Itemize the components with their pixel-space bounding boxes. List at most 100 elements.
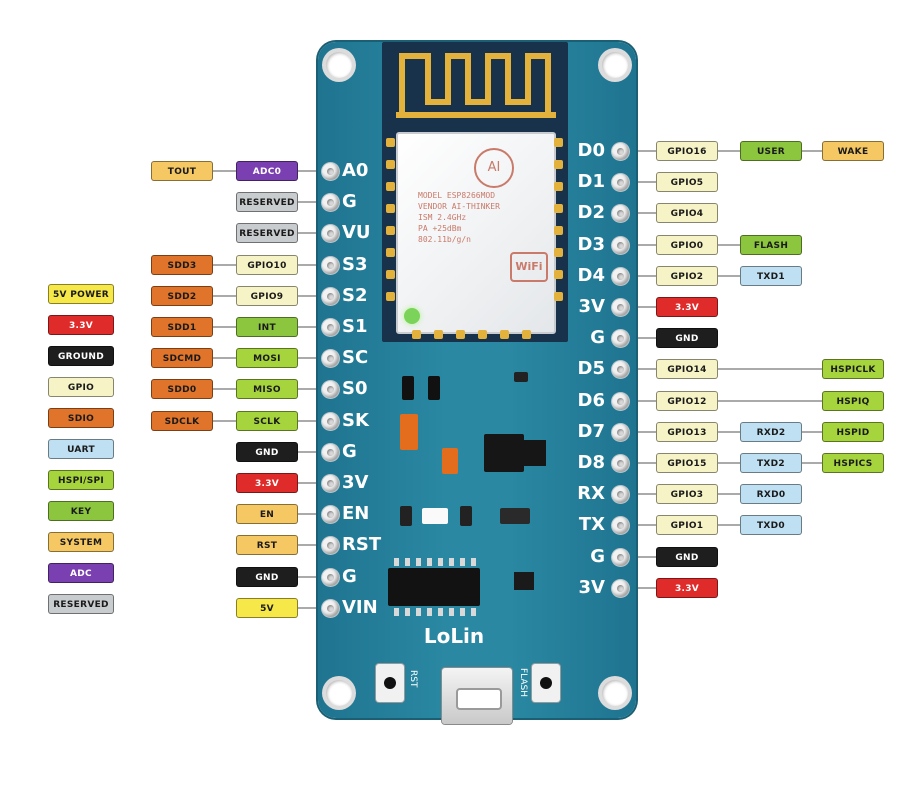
pin-function-tag: HSPIQ xyxy=(822,391,884,411)
header-pin-hole xyxy=(322,163,339,180)
chip-pin xyxy=(438,558,443,566)
pin-label: RX xyxy=(577,483,605,504)
header-pin-hole xyxy=(322,569,339,586)
pin-function-tag: 3.3V xyxy=(656,578,718,598)
pin-label: S0 xyxy=(342,378,368,399)
mounting-hole xyxy=(602,52,628,78)
pin-function-tag: GPIO2 xyxy=(656,266,718,286)
pin-label: D7 xyxy=(577,421,605,442)
pin-label: G xyxy=(342,566,357,587)
capacitor xyxy=(402,376,414,400)
pin-label: G xyxy=(590,327,605,348)
pin-function-tag: WAKE xyxy=(822,141,884,161)
pin-function-tag: RXD2 xyxy=(740,422,802,442)
legend-item: UART xyxy=(48,439,114,459)
header-pin-hole xyxy=(612,580,629,597)
flash-label: FLASH xyxy=(518,668,528,698)
legend-item: HSPI/SPI xyxy=(48,470,114,490)
legend-item: ADC xyxy=(48,563,114,583)
micro-usb-port[interactable] xyxy=(442,668,512,724)
header-pin-hole xyxy=(612,299,629,316)
pin-label: VU xyxy=(342,222,371,243)
header-pin-hole xyxy=(612,143,629,160)
pin-function-tag: 3.3V xyxy=(656,297,718,317)
pin-function-tag: EN xyxy=(236,504,298,524)
pin-function-tag: SDD0 xyxy=(151,379,213,399)
pin-label: D4 xyxy=(577,265,605,286)
pin-function-tag: SDD3 xyxy=(151,255,213,275)
pin-function-tag: HSPID xyxy=(822,422,884,442)
module-pads-bottom xyxy=(412,330,542,342)
castellated-pad xyxy=(386,182,395,191)
castellated-pad xyxy=(456,330,465,339)
pin-label: 3V xyxy=(342,472,369,493)
legend-item: 5V POWER xyxy=(48,284,114,304)
pin-function-tag: GPIO0 xyxy=(656,235,718,255)
pin-function-tag: GPIO14 xyxy=(656,359,718,379)
header-pin-hole xyxy=(322,444,339,461)
legend-item: KEY xyxy=(48,501,114,521)
header-pin-hole xyxy=(322,475,339,492)
pin-label: TX xyxy=(578,514,605,535)
pin-label: 3V xyxy=(578,296,605,317)
chip-pin xyxy=(405,558,410,566)
header-pin-hole xyxy=(322,257,339,274)
header-pin-hole xyxy=(612,549,629,566)
legend-item: GROUND xyxy=(48,346,114,366)
header-pin-hole xyxy=(612,486,629,503)
pin-label: D5 xyxy=(577,358,605,379)
pin-label: S1 xyxy=(342,316,368,337)
pin-label: VIN xyxy=(342,597,378,618)
chip-pin xyxy=(427,608,432,616)
header-pin-hole xyxy=(322,225,339,242)
pin-label: G xyxy=(342,441,357,462)
pin-function-tag: TXD1 xyxy=(740,266,802,286)
usb-serial-chip xyxy=(388,568,480,606)
chip-pin xyxy=(416,608,421,616)
button-cap xyxy=(540,677,552,689)
pin-function-tag: RESERVED xyxy=(236,223,298,243)
castellated-pad xyxy=(554,182,563,191)
chip-pin xyxy=(438,608,443,616)
pin-function-tag: SDD2 xyxy=(151,286,213,306)
pin-function-tag: GND xyxy=(236,442,298,462)
module-text-line: VENDOR AI-THINKER xyxy=(418,202,500,211)
wifi-logo: WiFi xyxy=(510,252,548,282)
header-pin-hole xyxy=(612,205,629,222)
castellated-pad xyxy=(412,330,421,339)
pin-label: S3 xyxy=(342,254,368,275)
castellated-pad xyxy=(554,292,563,301)
header-pin-hole xyxy=(612,424,629,441)
castellated-pad xyxy=(554,270,563,279)
capacitor xyxy=(514,372,528,382)
chip-pin xyxy=(405,608,410,616)
pin-function-tag: 3.3V xyxy=(236,473,298,493)
header-pin-hole xyxy=(612,268,629,285)
header-pin-hole xyxy=(322,506,339,523)
module-logo: AI xyxy=(474,148,514,188)
board-logo-text: LoLin xyxy=(423,624,485,648)
mounting-hole xyxy=(602,680,628,706)
pin-function-tag: GPIO1 xyxy=(656,515,718,535)
capacitor-tantalum xyxy=(400,414,418,450)
pin-function-tag: RXD0 xyxy=(740,484,802,504)
capacitor xyxy=(428,376,440,400)
pin-function-tag: INT xyxy=(236,317,298,337)
flash-button[interactable] xyxy=(532,664,560,702)
header-pin-hole xyxy=(612,455,629,472)
rst-button[interactable] xyxy=(376,664,404,702)
header-pin-hole xyxy=(322,194,339,211)
castellated-pad xyxy=(522,330,531,339)
castellated-pad xyxy=(554,226,563,235)
chip-pin xyxy=(416,558,421,566)
module-pads-left xyxy=(386,138,396,338)
legend-item: GPIO xyxy=(48,377,114,397)
pin-label: G xyxy=(590,546,605,567)
chip-pin xyxy=(471,608,476,616)
pin-function-tag: GPIO12 xyxy=(656,391,718,411)
legend-item: 3.3V xyxy=(48,315,114,335)
header-pin-hole xyxy=(612,330,629,347)
